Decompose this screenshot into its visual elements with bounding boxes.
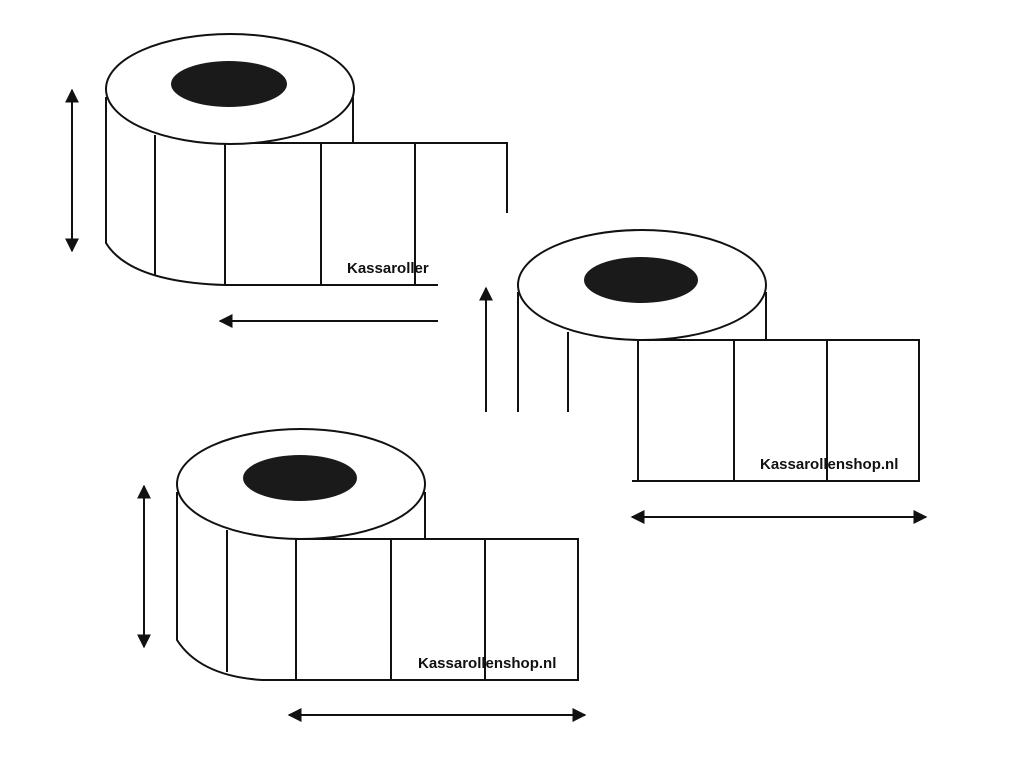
roll-core-hole (584, 257, 698, 303)
roll-cylinder (517, 229, 767, 412)
brand-label: Kassaroller (347, 260, 429, 277)
label-strip (632, 339, 920, 482)
roll-bottom-left: Kassarollenshop.nl (137, 428, 587, 722)
roll-cylinder (105, 33, 355, 286)
roll-middle-right: Kassarollenshop.nl (479, 229, 928, 524)
brand-label: Kassarollenshop.nl (760, 456, 898, 473)
roll-core-hole (171, 61, 287, 107)
label-strip (262, 538, 579, 681)
roll-core-hole (243, 455, 357, 501)
roll-cylinder (176, 428, 426, 681)
brand-label: Kassarollenshop.nl (418, 655, 556, 672)
roll-top-left: Kassaroller (65, 33, 508, 328)
label-strip (224, 142, 508, 286)
